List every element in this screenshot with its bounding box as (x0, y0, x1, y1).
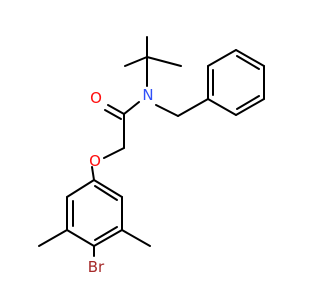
bond (94, 226, 118, 241)
atom-oxygen-carbonyl: O (90, 89, 102, 107)
bond (155, 104, 179, 117)
molecule-structure: O N O Br (38, 36, 265, 276)
atom-nitrogen: N (142, 86, 153, 104)
bond (124, 56, 148, 67)
bond (236, 95, 260, 110)
bond (177, 98, 209, 117)
bond (207, 98, 237, 116)
bond (121, 229, 151, 247)
bond (66, 229, 95, 247)
bond (94, 185, 118, 201)
atom-labels: O N O Br (88, 86, 154, 276)
bond (235, 98, 265, 116)
bonds (38, 36, 265, 257)
bond (236, 55, 260, 70)
atom-bromine: Br (88, 258, 105, 276)
bond (146, 56, 182, 67)
bond (93, 229, 123, 247)
bond (235, 49, 265, 67)
bond (123, 101, 140, 115)
bond (207, 49, 237, 67)
bond (93, 179, 123, 198)
bond (107, 104, 125, 115)
bond (104, 109, 122, 120)
bond (38, 229, 68, 247)
bond (103, 147, 125, 159)
atom-oxygen-ether: O (89, 152, 101, 170)
bond (66, 179, 95, 198)
bond (91, 166, 95, 181)
